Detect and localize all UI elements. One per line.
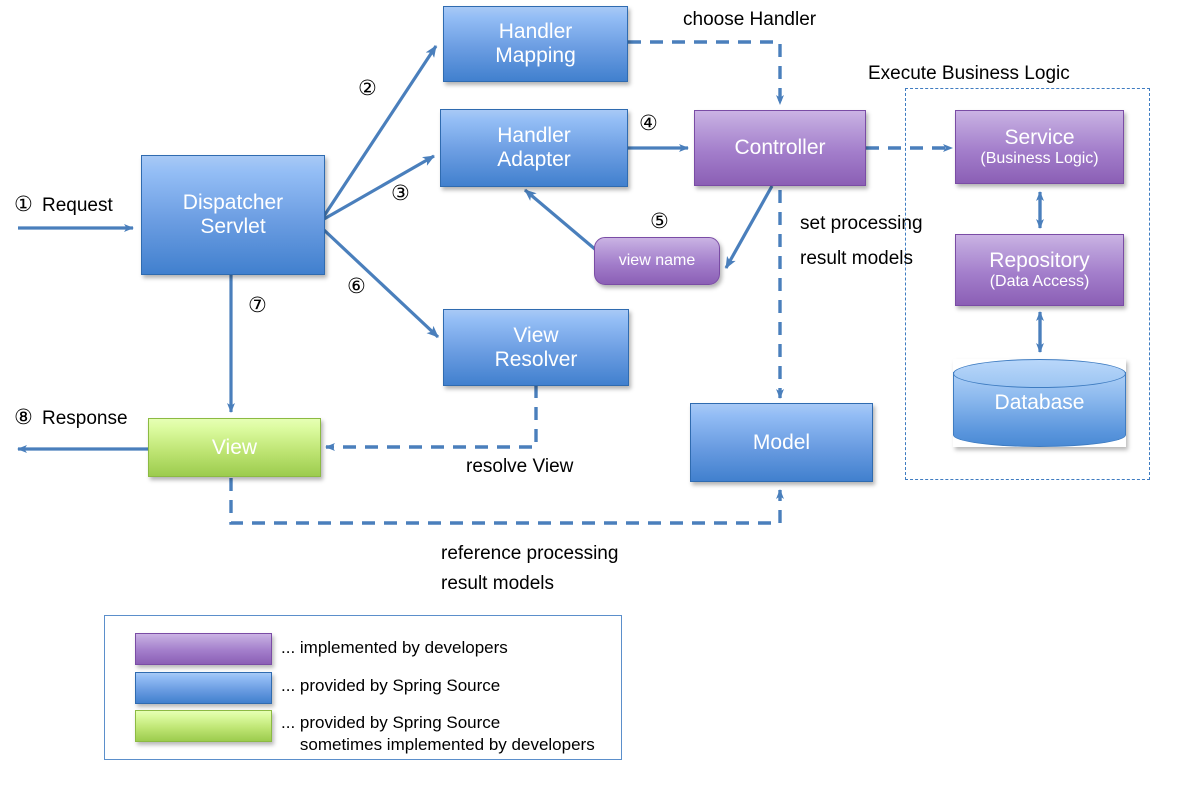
dashed-choose-handler <box>628 40 784 105</box>
handler-adapter-line1: Handler <box>497 124 571 148</box>
step-4-marker: ④ <box>639 112 658 135</box>
label-reference-processing-l2: result models <box>441 573 554 594</box>
execute-business-logic-container <box>905 88 1150 480</box>
node-handler-mapping[interactable]: Handler Mapping <box>443 6 628 82</box>
service-label: Service <box>1004 126 1075 150</box>
dispatcher-servlet-line1: Dispatcher <box>182 191 284 215</box>
label-request: Request <box>42 195 113 216</box>
node-controller[interactable]: Controller <box>694 110 866 186</box>
dashed-resolve-view <box>325 385 538 451</box>
step-1-marker: ① <box>14 193 33 216</box>
arrow-viewname-adapter <box>523 188 598 252</box>
database-label: Database <box>994 391 1085 414</box>
legend-label-green-l1: ... provided by Spring Source <box>281 713 501 732</box>
label-resolve-view: resolve View <box>466 456 574 477</box>
node-handler-adapter[interactable]: Handler Adapter <box>440 109 628 187</box>
repository-sublabel: (Data Access) <box>989 272 1090 290</box>
step-6-marker: ⑥ <box>347 275 366 298</box>
node-service[interactable]: Service (Business Logic) <box>955 110 1124 184</box>
view-resolver-line1: View <box>513 323 559 347</box>
node-view-name[interactable]: view name <box>594 237 720 285</box>
step-5-marker: ⑤ <box>650 210 669 233</box>
node-database[interactable]: Database <box>953 359 1126 447</box>
view-label: View <box>211 435 258 459</box>
node-view[interactable]: View <box>148 418 321 477</box>
database-label-wrap: Database <box>953 359 1126 447</box>
legend-swatch-purple <box>135 633 272 665</box>
model-label: Model <box>752 430 811 454</box>
arrow-step6 <box>322 228 440 339</box>
label-set-processing-l1: set processing <box>800 213 923 234</box>
legend-label-blue: ... provided by Spring Source <box>281 676 501 695</box>
label-response: Response <box>42 408 128 429</box>
legend-label-purple: ... implemented by developers <box>281 638 508 657</box>
node-repository[interactable]: Repository (Data Access) <box>955 234 1124 306</box>
arrow-step2 <box>322 45 438 217</box>
node-view-resolver[interactable]: View Resolver <box>443 309 629 386</box>
label-execute-business-logic: Execute Business Logic <box>868 63 1070 84</box>
arrow-controller-viewname <box>724 185 774 269</box>
step-8-marker: ⑧ <box>14 406 33 429</box>
label-choose-handler: choose Handler <box>683 9 817 30</box>
service-sublabel: (Business Logic) <box>980 149 1099 167</box>
legend-swatch-blue <box>135 672 272 704</box>
dispatcher-servlet-line2: Servlet <box>200 215 266 238</box>
controller-label: Controller <box>734 136 826 160</box>
step-2-marker: ② <box>358 77 377 100</box>
handler-mapping-line2: Mapping <box>495 44 576 67</box>
view-resolver-line2: Resolver <box>494 347 578 371</box>
view-name-label: view name <box>618 252 696 270</box>
node-dispatcher-servlet[interactable]: Dispatcher Servlet <box>141 155 325 275</box>
handler-adapter-line2: Adapter <box>497 148 571 171</box>
database-cylinder-top <box>953 359 1126 388</box>
legend-label-green-l2: sometimes implemented by developers <box>281 735 595 754</box>
node-model[interactable]: Model <box>690 403 873 482</box>
legend-swatch-green <box>135 710 272 742</box>
dashed-reference-result-models <box>229 478 784 525</box>
label-set-processing-l2: result models <box>800 248 913 269</box>
label-reference-processing-l1: reference processing <box>441 543 619 564</box>
step-7-marker: ⑦ <box>248 294 267 317</box>
repository-label: Repository <box>989 249 1090 273</box>
arrow-step3 <box>323 154 435 221</box>
handler-mapping-line1: Handler <box>498 20 573 44</box>
step-3-marker: ③ <box>391 182 410 205</box>
